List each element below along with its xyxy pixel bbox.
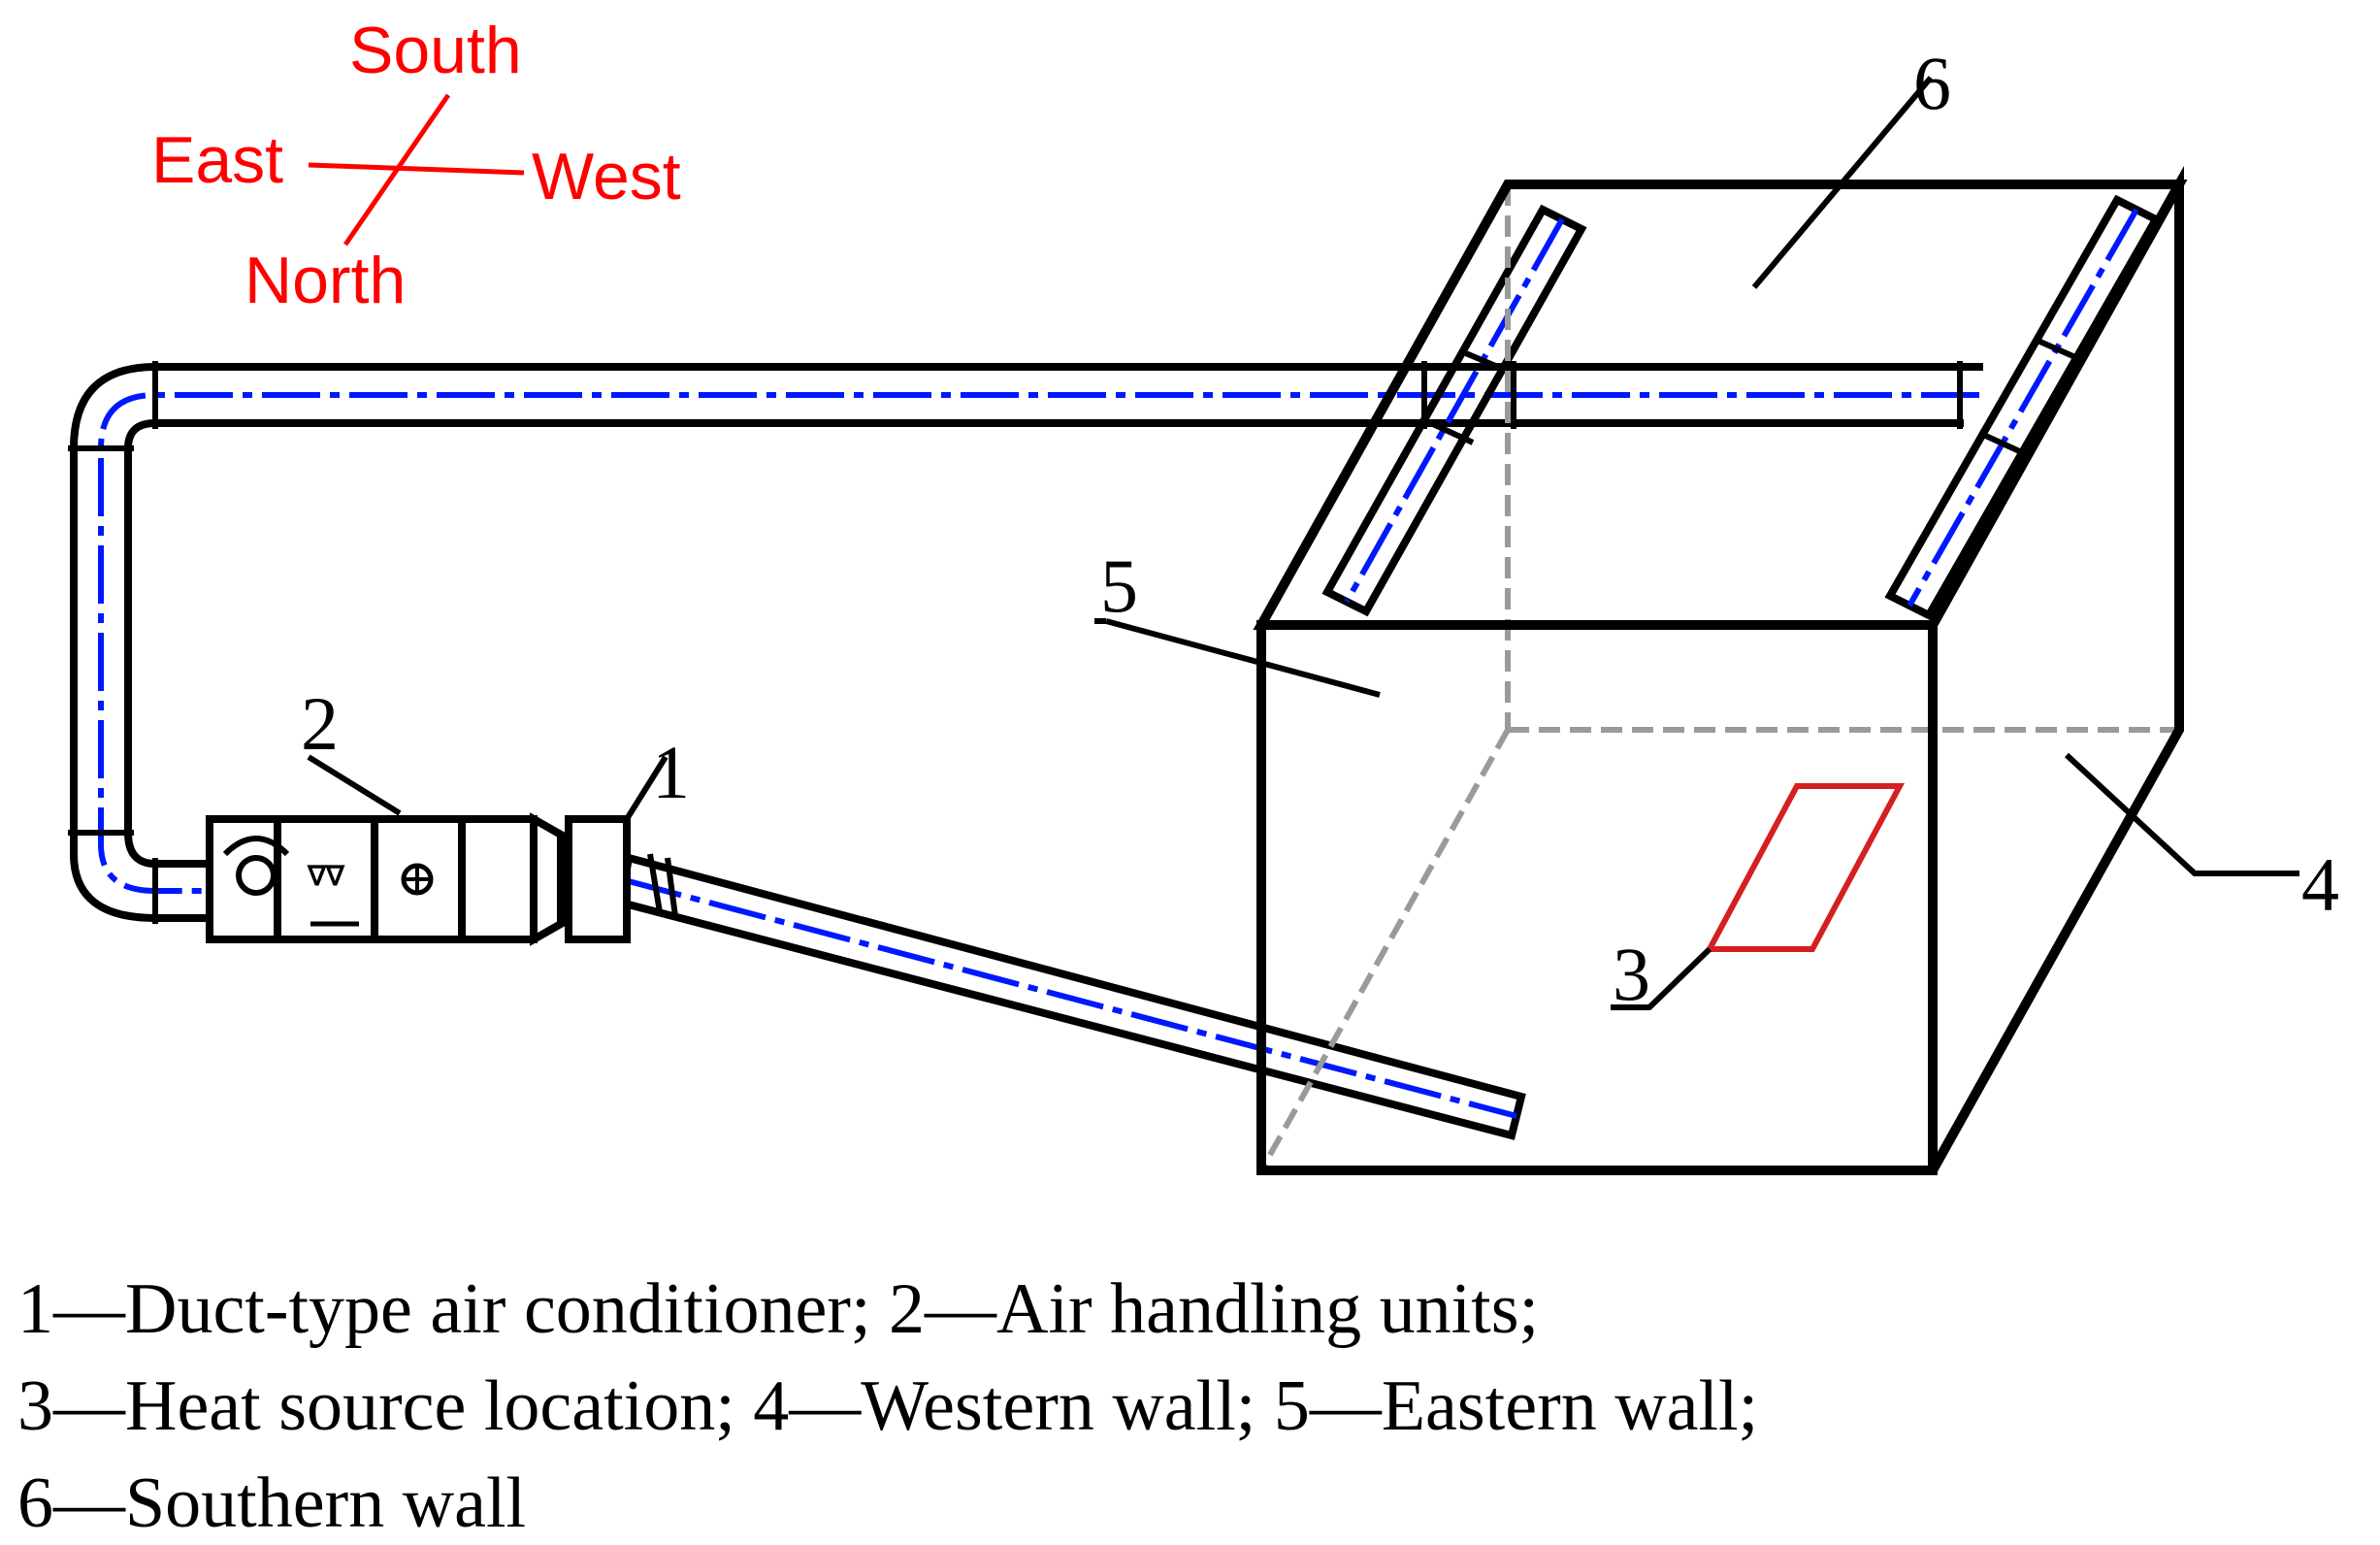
legend-line-3: 6—Southern wall bbox=[17, 1463, 527, 1543]
compass-west: West bbox=[532, 140, 681, 214]
label-1: 1 bbox=[652, 730, 690, 814]
svg-text:∇∇: ∇∇ bbox=[307, 861, 345, 891]
label-4: 4 bbox=[2301, 842, 2339, 927]
supply-duct bbox=[68, 361, 1983, 924]
compass: South East West North bbox=[151, 14, 681, 317]
leader-lines bbox=[307, 76, 2299, 1010]
compass-north: North bbox=[245, 244, 406, 317]
heat-source bbox=[1704, 783, 1906, 952]
branch-ducts bbox=[1321, 194, 2162, 621]
compass-east: East bbox=[151, 123, 283, 197]
legend-line-1: 1—Duct-type air conditioner; 2—Air handl… bbox=[17, 1269, 1540, 1349]
label-3: 3 bbox=[1613, 932, 1650, 1016]
label-5: 5 bbox=[1100, 543, 1138, 628]
duct-type-air-conditioner bbox=[565, 815, 631, 943]
legend-line-2: 3—Heat source location; 4—Western wall; … bbox=[17, 1366, 1759, 1446]
return-duct bbox=[616, 853, 1526, 1140]
air-handling-unit: ∇∇ bbox=[206, 812, 565, 946]
label-2: 2 bbox=[301, 681, 339, 766]
room bbox=[1253, 165, 2188, 1175]
compass-south: South bbox=[349, 14, 522, 87]
label-6: 6 bbox=[1913, 41, 1951, 125]
